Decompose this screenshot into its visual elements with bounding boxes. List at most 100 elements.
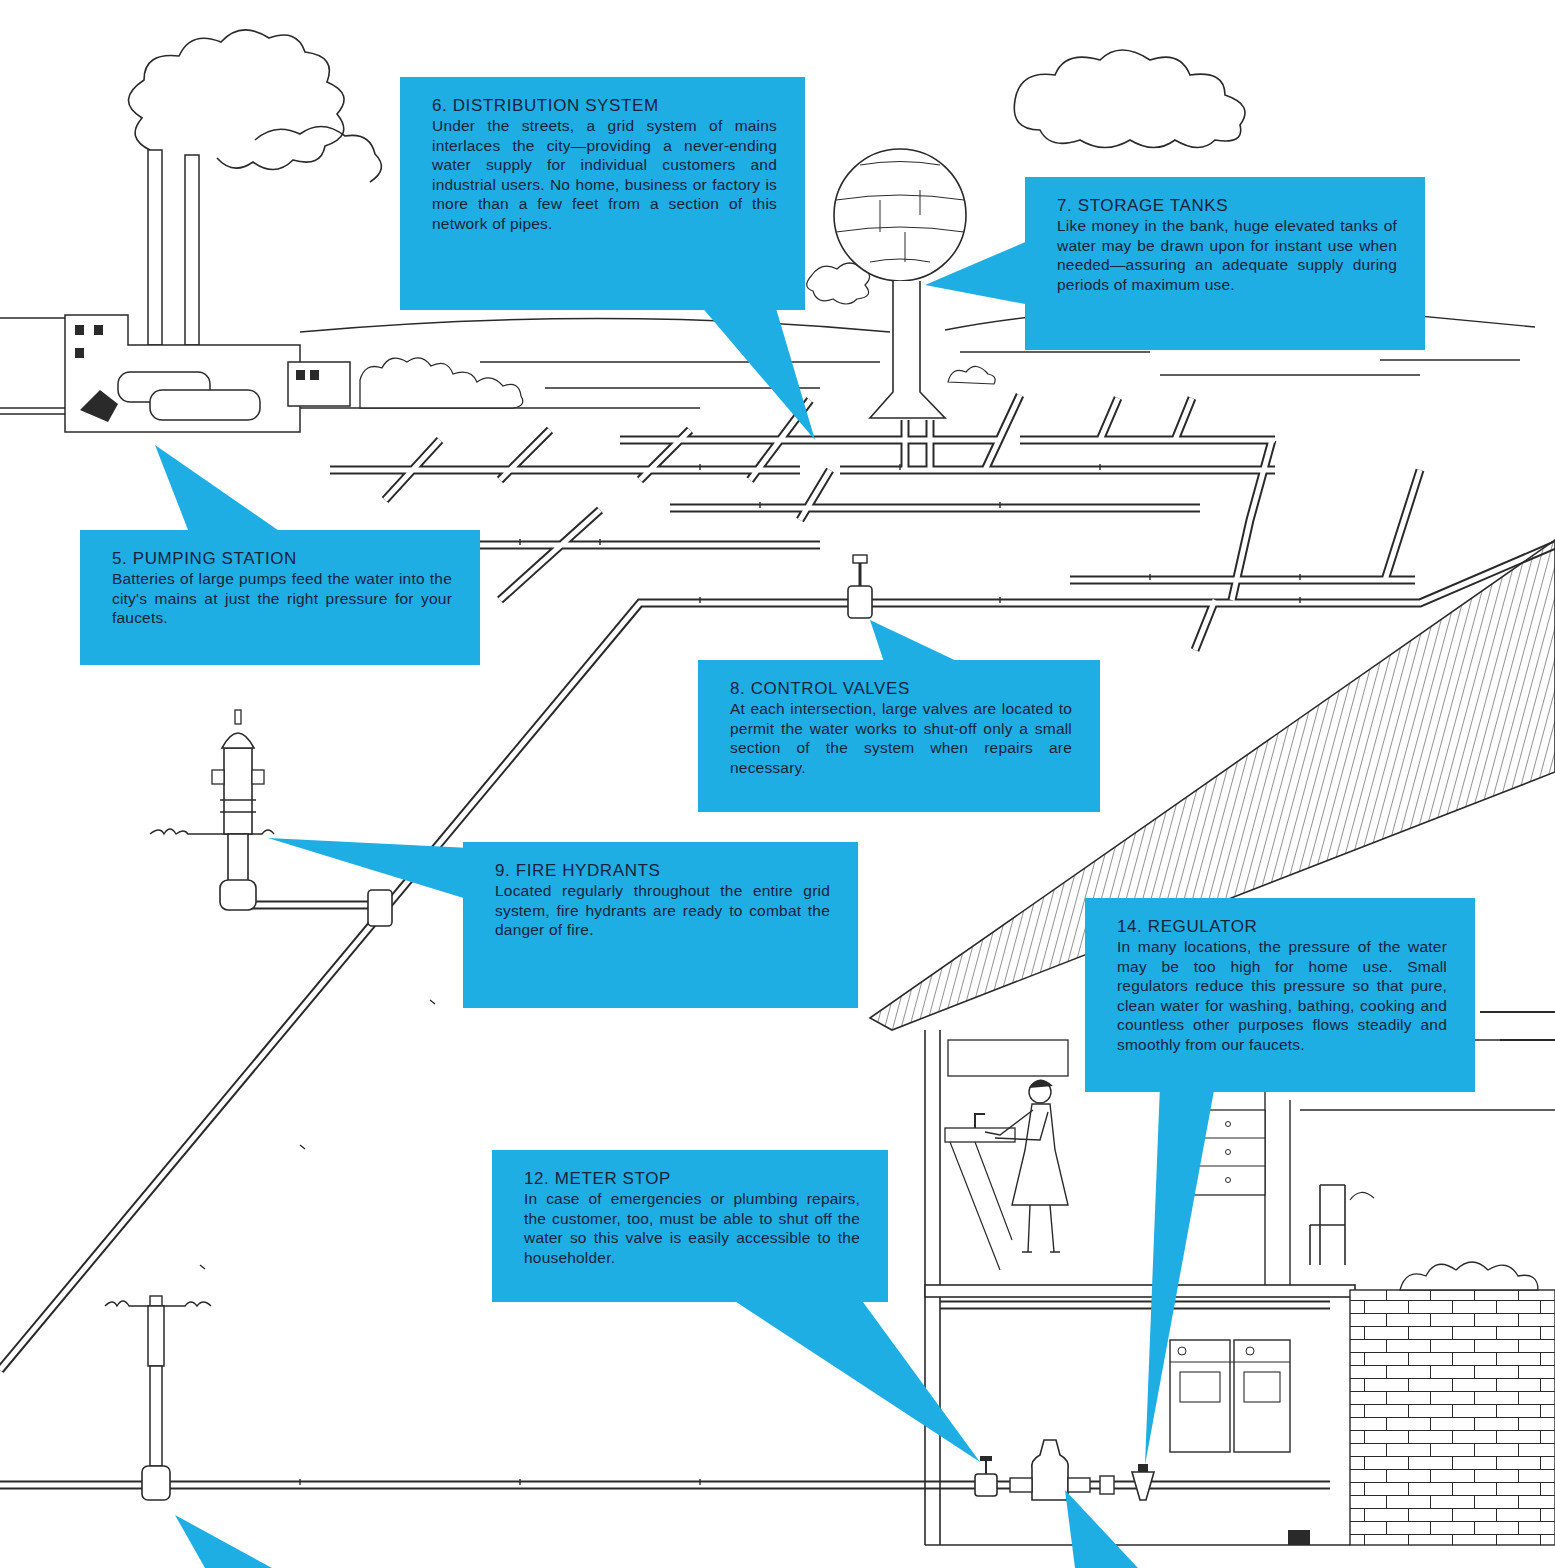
appliance-knob: [1178, 1347, 1186, 1355]
control-valve: [848, 555, 872, 618]
callout-pointer: [1145, 1085, 1215, 1465]
callout-box: 9. FIRE HYDRANTSLocated regularly throug…: [463, 842, 858, 1008]
station-building: [65, 315, 300, 432]
callout-body: Under the streets, a grid system of main…: [432, 116, 777, 233]
callout-pointer: [925, 240, 1030, 305]
callout-pointer: [730, 1298, 980, 1462]
legs: [1022, 1205, 1060, 1252]
callout-body: Like money in the bank, huge elevated ta…: [1057, 216, 1397, 294]
appliance-knob: [1246, 1347, 1254, 1355]
cloud-outline: [1014, 50, 1245, 148]
valve-handle: [980, 1456, 992, 1461]
brick-foundation: [1350, 1290, 1555, 1545]
window: [296, 370, 305, 380]
water-meter: [1032, 1440, 1069, 1500]
shrub-edge: [1350, 1192, 1374, 1200]
shrubs: [360, 358, 523, 408]
fire-hydrant: [150, 710, 392, 926]
valve-handle: [853, 555, 867, 563]
callout-box: 12. METER STOPIn case of emergencies or …: [492, 1150, 888, 1302]
curb-box-lid: [150, 1296, 162, 1306]
smoke-cloud: [128, 30, 381, 182]
dryer: [1234, 1340, 1290, 1452]
outflow-pipe: [0, 408, 65, 414]
faucet: [975, 1114, 985, 1128]
small-cloud: [807, 263, 870, 304]
smokestack: [148, 150, 162, 345]
curb-valve: [142, 1466, 170, 1500]
window: [75, 348, 84, 358]
curb-stop: [105, 1296, 211, 1500]
callout-pointer: [870, 620, 965, 665]
coupling: [1068, 1478, 1090, 1492]
curb-rod: [150, 1366, 162, 1466]
eave-lines: [1480, 1012, 1555, 1040]
dryer-door: [1244, 1372, 1280, 1402]
valve-body: [848, 586, 872, 618]
pumping-station: [0, 150, 350, 432]
meter-assembly: [975, 1440, 1154, 1500]
grass: [150, 829, 274, 834]
callout-box: 6. DISTRIBUTION SYSTEMUnder the streets,…: [400, 77, 805, 310]
valve-stem: [985, 1460, 987, 1474]
hydrant-elbow: [220, 880, 256, 910]
floor: [925, 1285, 1355, 1297]
callout-pointers: [155, 240, 1215, 1568]
drawer-knob: [1226, 1122, 1231, 1127]
arms: [985, 1110, 1048, 1140]
union: [1100, 1476, 1114, 1494]
smokestack: [185, 155, 199, 345]
hair: [1029, 1079, 1053, 1088]
callout-heading: 6. DISTRIBUTION SYSTEM: [432, 96, 777, 116]
callout-body: Batteries of large pumps feed the water …: [112, 569, 452, 628]
callout-heading: 14. REGULATOR: [1117, 917, 1447, 937]
callout-pointer: [700, 305, 815, 440]
callout-body: In case of emergencies or plumbing repai…: [524, 1189, 860, 1267]
drawer-knob: [1226, 1150, 1231, 1155]
callout-pointer: [155, 445, 285, 535]
chair: [1310, 1185, 1345, 1265]
annex-building: [288, 362, 350, 406]
curb-box: [148, 1306, 164, 1366]
valve-stem: [859, 562, 862, 586]
meter-stop-valve: [975, 1474, 997, 1496]
pump-motor: [80, 390, 118, 422]
hydrant-nozzle: [212, 770, 224, 784]
callout-heading: 12. METER STOP: [524, 1169, 860, 1189]
distribution-pipes: [0, 395, 1555, 1485]
tee-fitting: [368, 890, 392, 926]
callout-heading: 9. FIRE HYDRANTS: [495, 861, 830, 881]
callout-box: 7. STORAGE TANKSLike money in the bank, …: [1025, 177, 1425, 350]
callout-box: 8. CONTROL VALVESAt each intersection, l…: [698, 660, 1100, 812]
pipe-outline: [0, 395, 1555, 1485]
appliance-panel: [1170, 1361, 1290, 1362]
woman: [985, 1079, 1068, 1252]
coupling: [1010, 1478, 1032, 1492]
hydrant-bands: [220, 800, 256, 812]
washer: [1170, 1340, 1230, 1452]
smoke-outline: [255, 126, 381, 182]
hydrant-nozzle: [252, 770, 264, 784]
callout-pointer: [268, 838, 470, 900]
callout-heading: 8. CONTROL VALVES: [730, 679, 1072, 699]
hydrant-cap: [222, 733, 254, 748]
regulator-cap: [1138, 1464, 1148, 1472]
washer-door: [1180, 1372, 1220, 1402]
smoke-outline: [128, 30, 344, 170]
sink-cabinet: [950, 1142, 1012, 1270]
drawer-knob: [1226, 1178, 1231, 1183]
window: [310, 370, 319, 380]
callout-heading: 7. STORAGE TANKS: [1057, 196, 1397, 216]
sink-counter: [945, 1128, 1015, 1142]
tank-seams: [836, 162, 964, 263]
hydrant-nut: [235, 710, 241, 724]
callout-body: Located regularly throughout the entire …: [495, 881, 830, 940]
callout-body: In many locations, the pressure of the w…: [1117, 937, 1447, 1054]
pump: [150, 390, 260, 420]
callout-box: 5. PUMPING STATIONBatteries of large pum…: [80, 530, 480, 665]
floor-drain: [1288, 1530, 1310, 1545]
shrub: [948, 366, 995, 384]
callout-pointer: [1065, 1490, 1138, 1568]
callout-pointer: [175, 1515, 272, 1568]
